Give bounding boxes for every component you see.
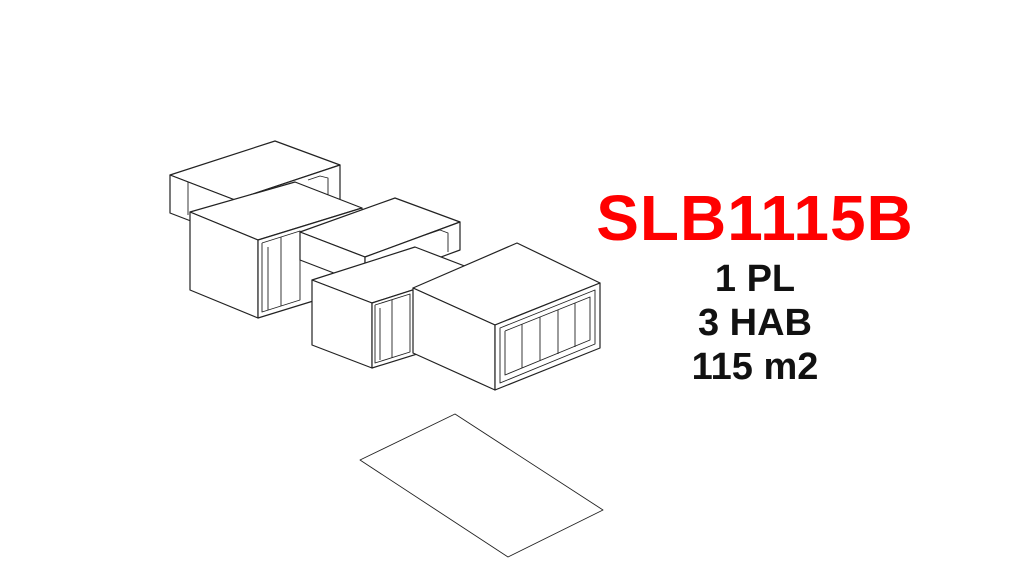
model-code: SLB1115B [596,182,914,254]
bedrooms-count: 3 HAB [697,302,813,344]
module-front-right [412,242,601,391]
floor-area: 115 m2 [691,346,819,388]
floors-count: 1 PL [714,258,796,300]
model-info: SLB1115B 1 PL 3 HAB 115 m2 [560,186,950,392]
ground-plot-outline [359,413,604,558]
